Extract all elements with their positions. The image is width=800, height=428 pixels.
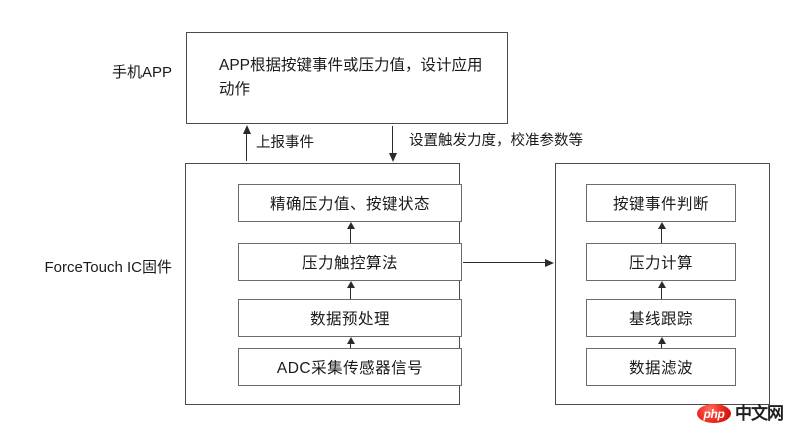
layer-label-app: 手机APP [111,64,172,81]
firmware-main-box-2-label: 压力触控算法 [301,255,398,272]
watermark-php-badge: php [697,404,731,423]
firmware-sub-box-1-label: 按键事件判断 [612,196,709,213]
firmware-main-box-4: ADC采集传感器信号 [238,348,462,386]
firmware-sub-arrow-2 [658,281,667,304]
firmware-sub-box-4: 数据滤波 [586,348,736,386]
firmware-main-box-2: 压力触控算法 [238,243,462,281]
watermark: php 中文网 [697,404,784,423]
firmware-sub-box-3-label: 基线跟踪 [628,311,693,328]
layer-label-firmware: ForceTouch IC固件 [44,259,172,276]
firmware-main-box-3-label: 数据预处理 [309,311,390,328]
report-event-arrow [242,125,251,161]
config-arrow-label: 设置触发力度，校准参数等 [409,133,583,149]
firmware-main-box-3: 数据预处理 [238,299,462,337]
firmware-sub-box-2-label: 压力计算 [628,255,693,272]
firmware-sub-box-1: 按键事件判断 [586,184,736,222]
firmware-sub-box-2: 压力计算 [586,243,736,281]
app-layer-text: APP根据按键事件或压力值，设计应用动作 [219,56,483,98]
firmware-main-arrow-2 [347,281,356,304]
watermark-text: 中文网 [735,404,784,423]
firmware-main-box-1-label: 精确压力值、按键状态 [269,196,430,213]
app-layer-box: APP根据按键事件或压力值，设计应用动作 [186,32,508,124]
firmware-main-box-1: 精确压力值、按键状态 [238,184,462,222]
firmware-main-arrow-1 [347,222,356,245]
firmware-main-box-4-label: ADC采集传感器信号 [276,360,424,377]
firmware-sub-arrow-1 [658,222,667,245]
algo-to-right-arrow [463,258,554,267]
config-arrow [388,126,397,162]
firmware-sub-box-4-label: 数据滤波 [628,360,693,377]
report-event-arrow-label: 上报事件 [256,135,314,151]
firmware-sub-box-3: 基线跟踪 [586,299,736,337]
